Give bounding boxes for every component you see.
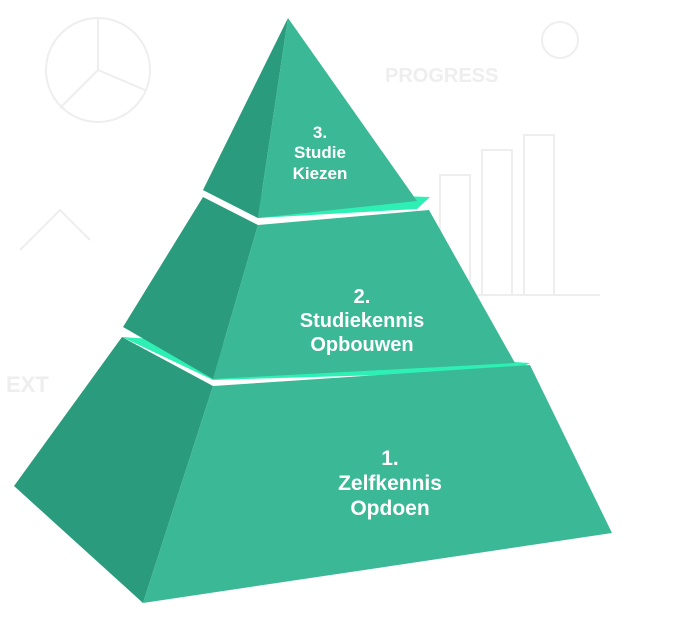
tier-3-face <box>258 18 417 218</box>
tier-1-line2: Opdoen <box>350 497 430 521</box>
tier-3-line2: Kiezen <box>292 163 348 183</box>
sketch-pie-slices <box>59 18 146 109</box>
tier-1-face <box>143 365 612 603</box>
tier-2-face <box>213 210 515 379</box>
background-progress-text: PROGRESS <box>385 65 498 87</box>
tier-2-side <box>123 197 258 379</box>
tier-2-line2: Opbouwen <box>310 334 414 356</box>
tier-1-label: 1. Zelfkennis Opdoen <box>300 446 480 522</box>
sketch-gear <box>541 21 579 59</box>
tier-3-side <box>203 18 288 218</box>
tier-1-number: 1. <box>381 447 399 470</box>
tier-3-number: 3. <box>312 123 328 142</box>
tier-3-label: 3. Studie Kiezen <box>250 123 390 184</box>
tier-2-number: 2. <box>353 286 371 308</box>
sketch-line <box>19 208 91 251</box>
tier-2-line1: Studiekennis <box>299 310 425 332</box>
tier-2-label: 2. Studiekennis Opbouwen <box>262 285 462 357</box>
tier-1-side <box>14 337 213 603</box>
background-fragment-text: EXT <box>6 372 49 397</box>
tier-3-line1: Studie <box>294 143 346 163</box>
tier-1-line1: Zelfkennis <box>338 472 442 496</box>
